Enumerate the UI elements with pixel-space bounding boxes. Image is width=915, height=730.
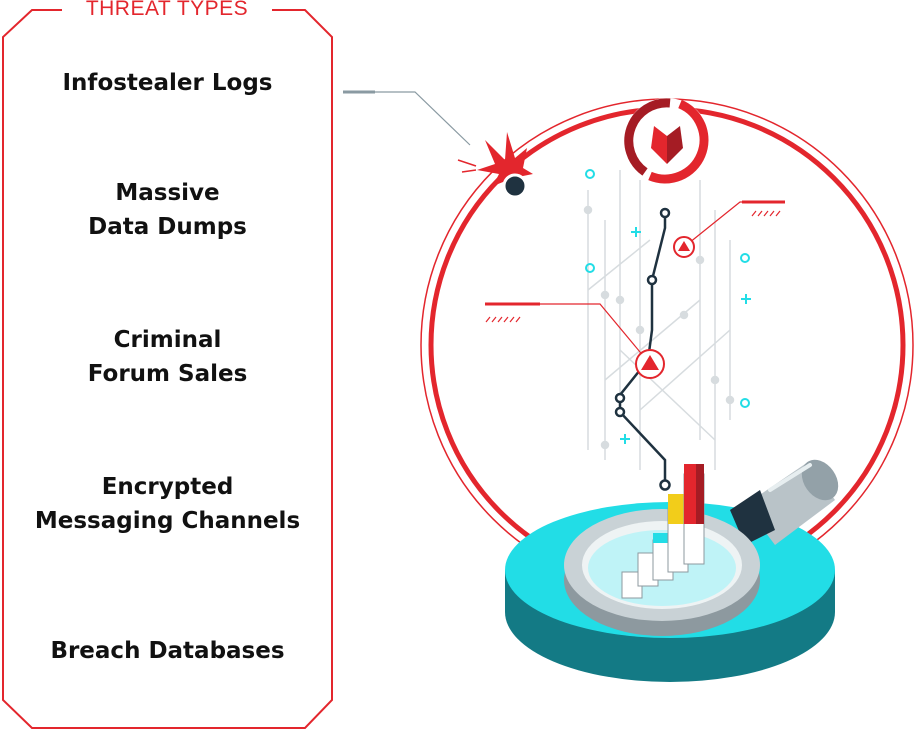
circuit-network: [583, 170, 735, 470]
item-label: Infostealer Logs: [62, 70, 273, 96]
warning-icon: [641, 355, 659, 370]
connector-line: [343, 90, 471, 146]
threat-path: [614, 207, 671, 491]
bar-chart-icon: [621, 464, 705, 599]
item-label: Encrypted: [101, 474, 234, 500]
threat-types-frame: [1, 9, 333, 729]
alert-callout-mid: [485, 302, 665, 379]
magnifier-illustration: [343, 90, 914, 682]
magnifier-handle: [730, 459, 839, 545]
panel-title: THREAT TYPES: [62, 0, 272, 24]
alert-callout-top: [673, 200, 785, 258]
threat-item-infostealer-logs: Infostealer Logs: [10, 66, 325, 100]
item-label: Forum Sales: [87, 361, 248, 387]
breach-burst-icon: [457, 132, 533, 199]
threat-item-breach-databases: Breach Databases: [10, 634, 325, 668]
item-label: Massive: [115, 180, 220, 206]
item-label: Data Dumps: [88, 214, 247, 240]
cyan-markers: [585, 169, 751, 444]
item-label: Breach Databases: [50, 638, 285, 664]
item-label: Messaging Channels: [34, 508, 301, 534]
fox-logo-icon: [624, 98, 710, 184]
item-label: Criminal: [113, 327, 222, 353]
warning-icon: [678, 241, 690, 251]
